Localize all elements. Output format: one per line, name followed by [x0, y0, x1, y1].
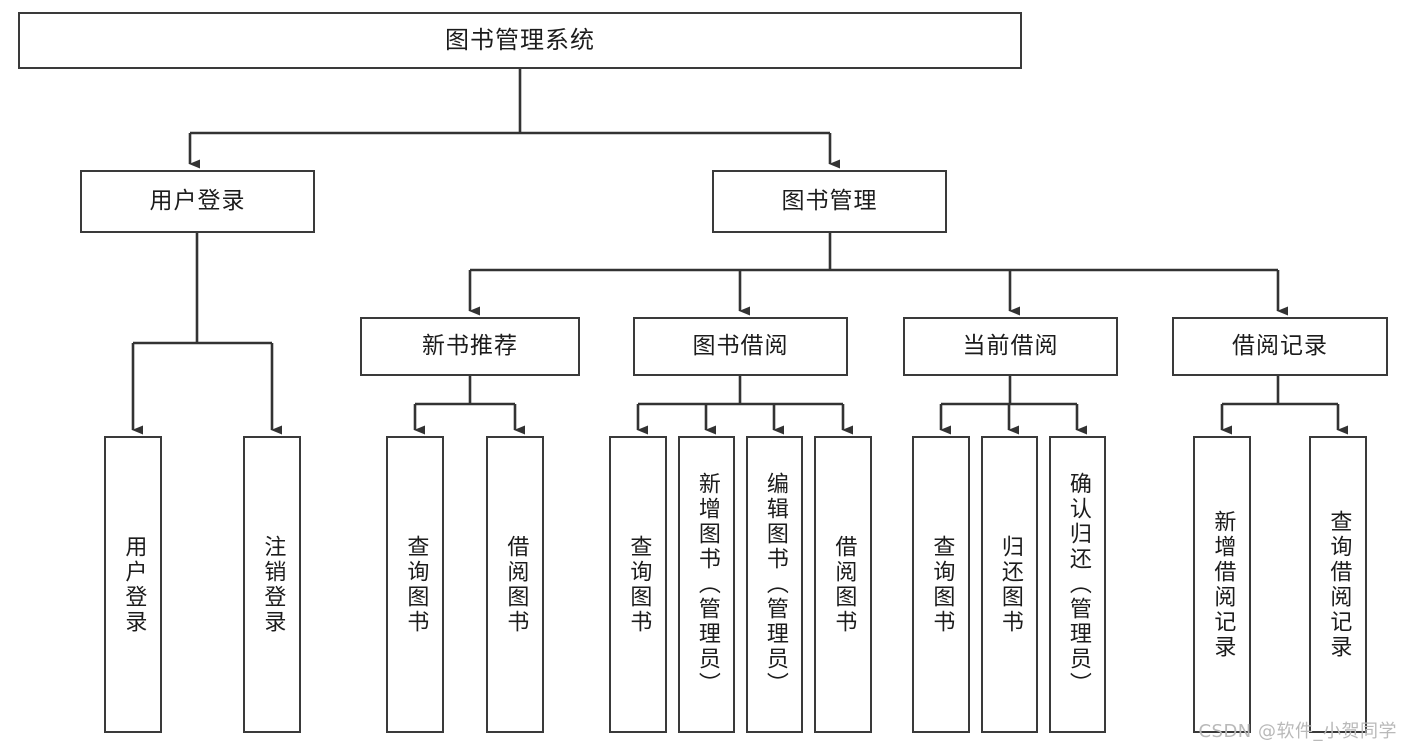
- node-label: 借阅记录: [1232, 332, 1328, 359]
- leaf-user-login-login[interactable]: 用户登录: [104, 436, 162, 733]
- node-root-system[interactable]: 图书管理系统: [18, 12, 1022, 69]
- node-book-manage[interactable]: 图书管理: [712, 170, 947, 233]
- leaf-current-borrow-query[interactable]: 查询图书: [912, 436, 970, 733]
- leaf-book-borrow-edit[interactable]: 编辑图书（管理员）: [746, 436, 803, 733]
- node-label: 编辑图书（管理员）: [762, 472, 788, 697]
- node-label: 用户登录: [149, 187, 246, 214]
- leaf-new-book-query[interactable]: 查询图书: [386, 436, 444, 733]
- node-label: 新增图书（管理员）: [694, 472, 720, 697]
- node-label: 当前借阅: [962, 332, 1059, 359]
- node-new-book-recommend[interactable]: 新书推荐: [360, 317, 580, 376]
- node-label: 查询图书: [626, 534, 652, 635]
- node-current-borrow[interactable]: 当前借阅: [903, 317, 1118, 376]
- leaf-current-borrow-return[interactable]: 归还图书: [981, 436, 1038, 733]
- leaf-user-login-logout[interactable]: 注销登录: [243, 436, 301, 733]
- leaf-book-borrow-query[interactable]: 查询图书: [609, 436, 667, 733]
- leaf-borrow-record-add[interactable]: 新增借阅记录: [1193, 436, 1251, 733]
- node-label: 借阅图书: [503, 534, 529, 635]
- node-label: 查询图书: [403, 534, 429, 635]
- node-label: 新书推荐: [422, 332, 518, 359]
- node-label: 新增借阅记录: [1210, 509, 1236, 660]
- node-user-login[interactable]: 用户登录: [80, 170, 315, 233]
- leaf-new-book-borrow[interactable]: 借阅图书: [486, 436, 544, 733]
- node-label: 图书管理: [781, 187, 878, 214]
- node-label: 查询借阅记录: [1326, 509, 1352, 660]
- leaf-book-borrow-borrow[interactable]: 借阅图书: [814, 436, 872, 733]
- node-label: 注销登录: [260, 534, 286, 635]
- node-label: 图书借阅: [692, 332, 789, 359]
- node-label: 确认归还（管理员）: [1065, 472, 1091, 697]
- node-label: 用户登录: [121, 534, 147, 635]
- node-label: 借阅图书: [831, 534, 857, 635]
- leaf-current-borrow-confirm-return[interactable]: 确认归还（管理员）: [1049, 436, 1106, 733]
- node-borrow-record[interactable]: 借阅记录: [1172, 317, 1388, 376]
- leaf-book-borrow-add[interactable]: 新增图书（管理员）: [678, 436, 735, 733]
- leaf-borrow-record-query[interactable]: 查询借阅记录: [1309, 436, 1367, 733]
- node-book-borrow[interactable]: 图书借阅: [633, 317, 848, 376]
- node-label: 图书管理系统: [445, 26, 595, 55]
- node-label: 归还图书: [997, 534, 1023, 635]
- csdn-watermark: CSDN @软件_小贺同学: [1198, 721, 1397, 742]
- node-label: 查询图书: [929, 534, 955, 635]
